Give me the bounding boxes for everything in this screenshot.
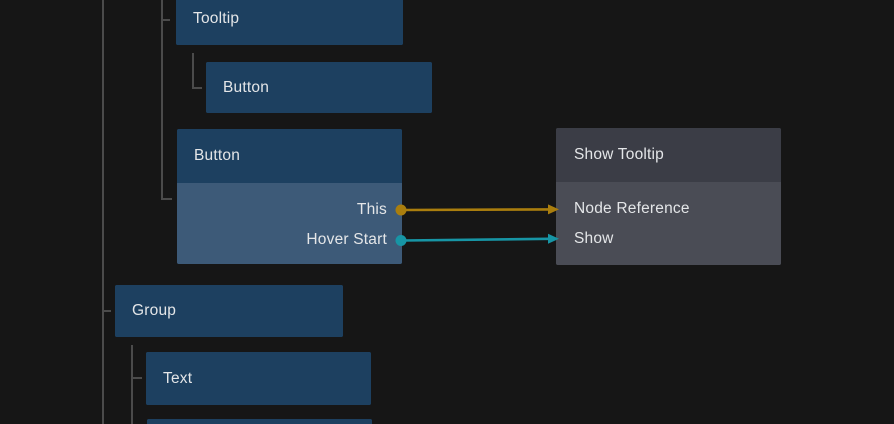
- hierarchy-item-clipped[interactable]: [147, 419, 372, 424]
- output-port-this[interactable]: This: [177, 195, 402, 225]
- graph-node-button[interactable]: Button This Hover Start: [177, 129, 402, 264]
- tree-connector-tick: [192, 87, 202, 89]
- node-header: Button: [177, 129, 402, 183]
- hierarchy-item-button-child[interactable]: Button: [206, 62, 432, 113]
- node-label: Button: [223, 78, 270, 96]
- listener-node-show-tooltip[interactable]: Show Tooltip Node Reference Show: [556, 128, 781, 265]
- node-header: Tooltip: [176, 0, 403, 45]
- tree-connector-line: [192, 53, 194, 89]
- input-port-node-reference[interactable]: Node Reference: [556, 194, 781, 224]
- hierarchy-item-text[interactable]: Text: [146, 352, 371, 405]
- input-port-show[interactable]: Show: [556, 224, 781, 254]
- node-label: Tooltip: [193, 10, 240, 27]
- node-body: Node Reference Show: [556, 182, 781, 265]
- node-title: Show Tooltip: [574, 146, 665, 163]
- node-title: Button: [194, 147, 241, 164]
- port-label: Show: [574, 230, 614, 247]
- tree-connector-tick: [102, 310, 111, 312]
- tree-connector-tick: [131, 377, 142, 379]
- tree-connector-line: [102, 0, 104, 424]
- tree-connector-tick: [161, 19, 170, 21]
- tree-connector-line: [131, 345, 133, 424]
- wire-line[interactable]: [402, 208, 550, 212]
- node-header: [147, 419, 372, 424]
- node-label: Group: [132, 302, 177, 319]
- tree-connector-tick: [161, 198, 172, 200]
- hierarchy-item-group[interactable]: Group: [115, 285, 343, 337]
- node-header: Group: [115, 285, 343, 337]
- node-header: Text: [146, 352, 371, 405]
- port-label: Node Reference: [574, 200, 690, 217]
- node-label: Text: [163, 369, 193, 387]
- wire-line[interactable]: [402, 237, 550, 242]
- hierarchy-item-tooltip[interactable]: Tooltip: [176, 0, 403, 45]
- node-body: This Hover Start: [177, 183, 402, 264]
- tree-connector-line: [161, 0, 163, 200]
- wire-this-to-node-reference[interactable]: [395, 204, 560, 216]
- wire-hover-start-to-show[interactable]: [395, 233, 560, 246]
- node-header: Button: [206, 62, 432, 113]
- output-port-hover-start[interactable]: Hover Start: [177, 225, 402, 255]
- port-label: This: [356, 201, 387, 218]
- node-header: Show Tooltip: [556, 128, 781, 182]
- port-label: Hover Start: [306, 231, 387, 248]
